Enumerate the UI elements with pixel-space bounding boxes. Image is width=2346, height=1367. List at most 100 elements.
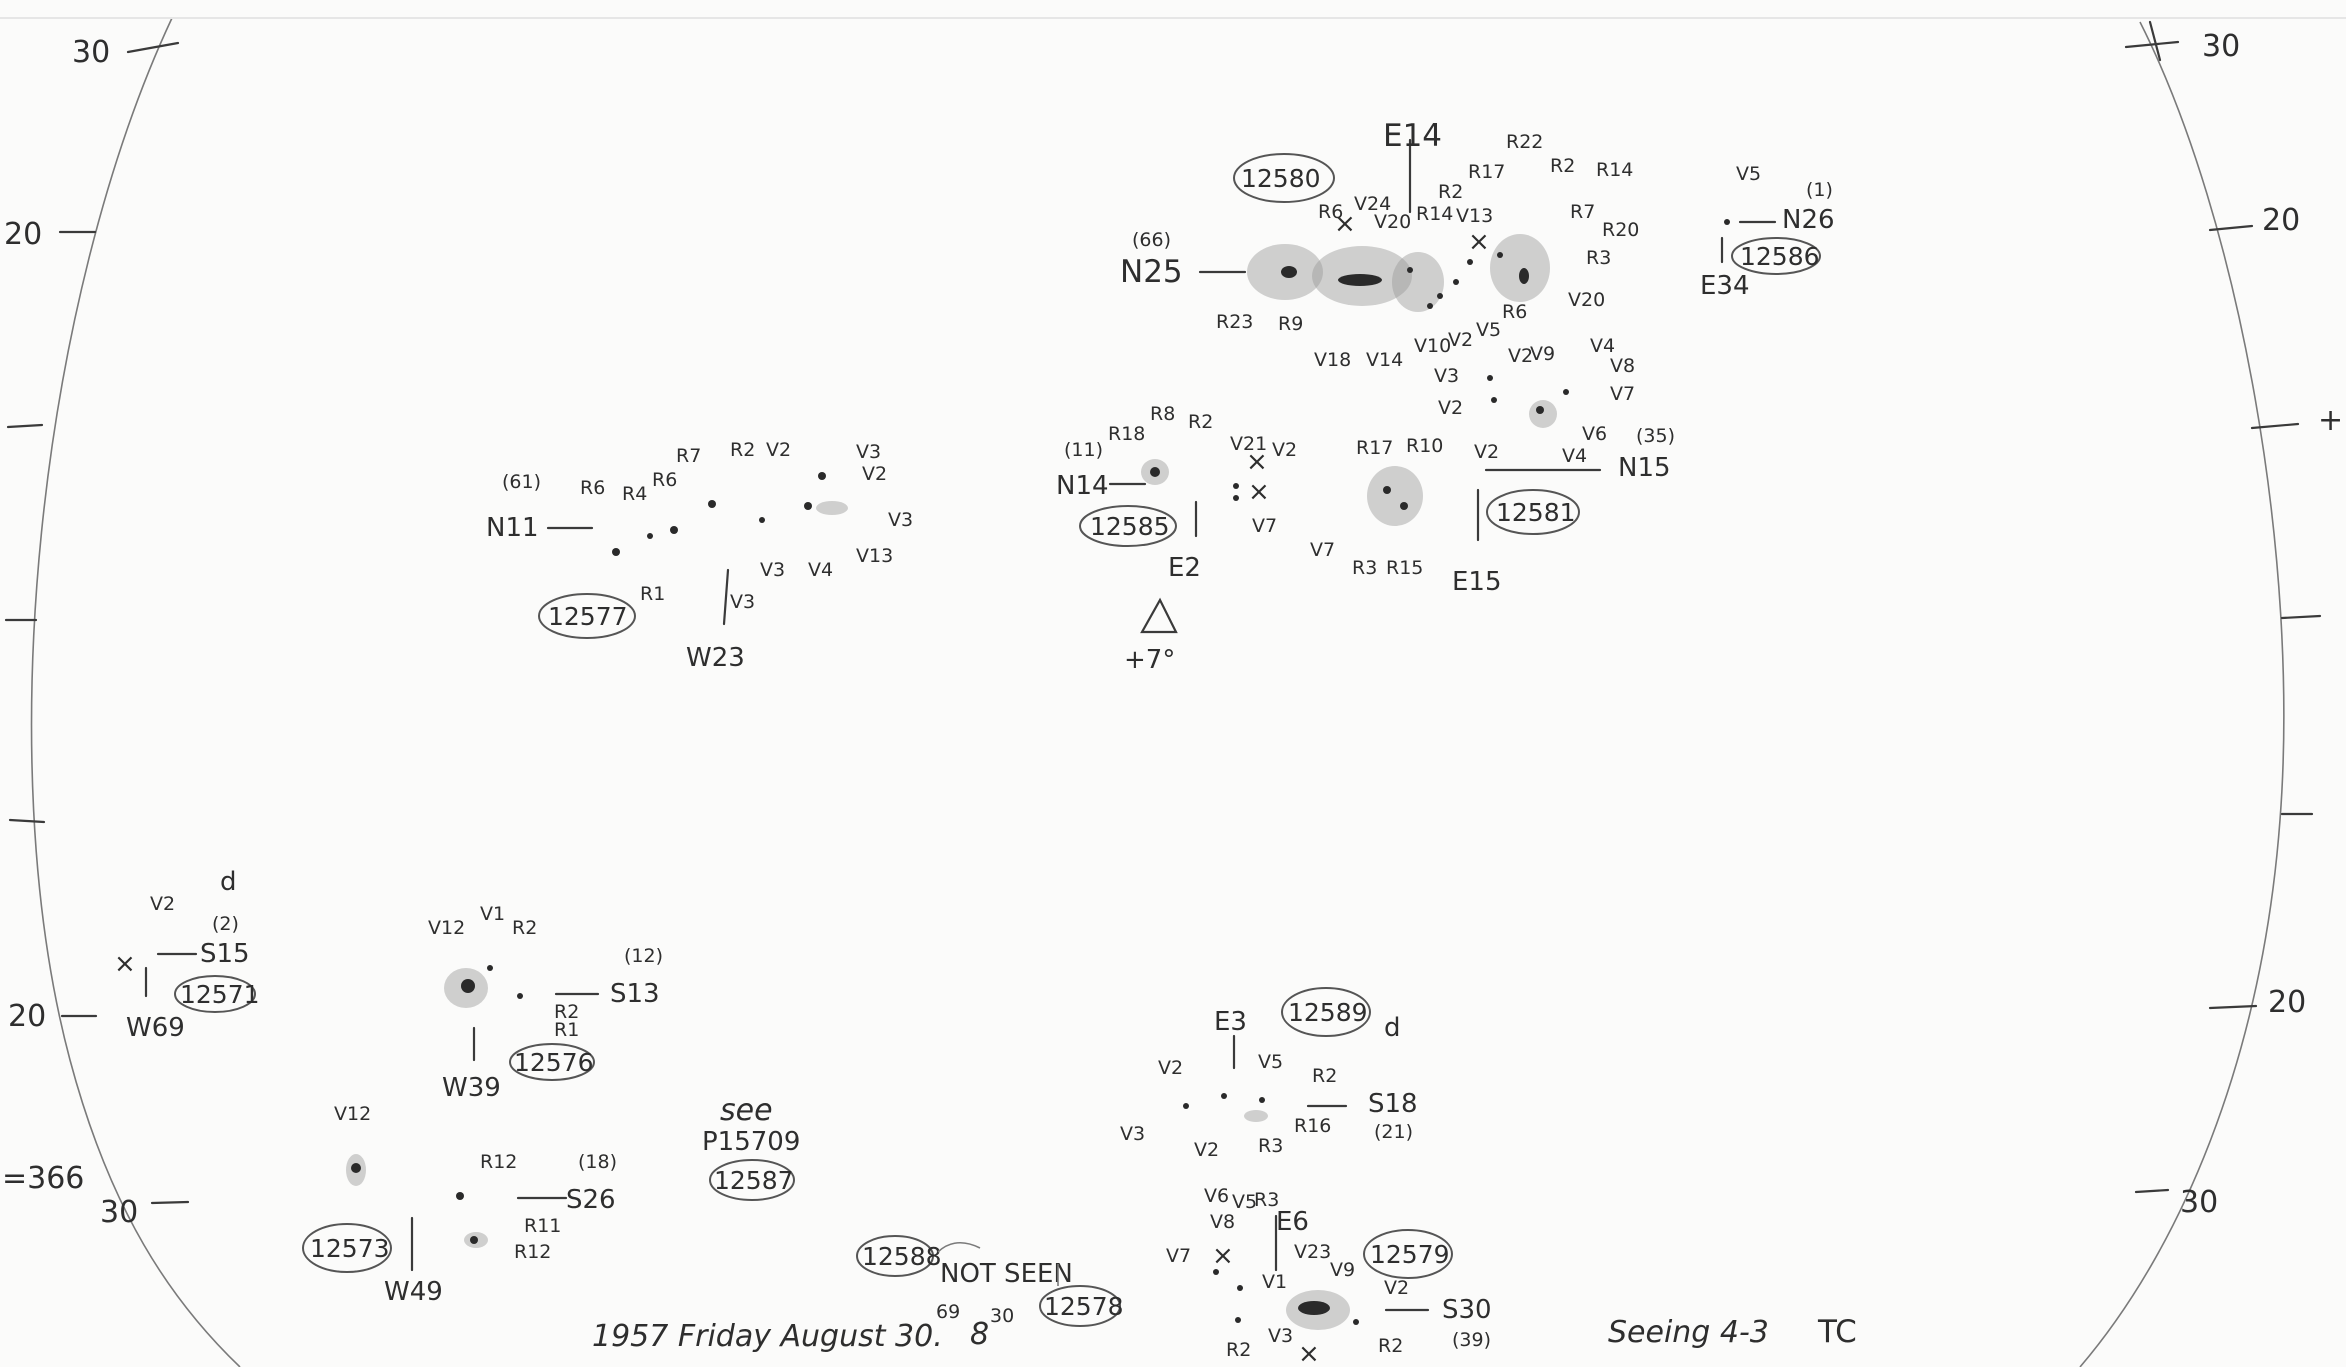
group-east-label: E14 xyxy=(1383,118,1442,154)
group-name: S13 xyxy=(610,979,660,1009)
cross-mark: × xyxy=(1212,1241,1234,1271)
spot-label: R9 xyxy=(1278,313,1303,335)
group-name: S15 xyxy=(200,939,250,969)
spot-penumbra xyxy=(1490,234,1550,302)
spot-label: V18 xyxy=(1314,349,1351,371)
region-oval-12589 xyxy=(1281,987,1371,1037)
group-count: (35) xyxy=(1636,425,1675,447)
region-oval-12577 xyxy=(538,593,636,639)
spot-label: R1 xyxy=(554,1019,579,1041)
group-count: (1) xyxy=(1806,179,1833,201)
spot-label: V2 xyxy=(1448,329,1473,351)
region-oval-12578 xyxy=(1039,1285,1121,1327)
axis-label-left-lower: 20 xyxy=(8,999,46,1034)
region-number: 12589 xyxy=(1288,998,1368,1027)
region-number: 12573 xyxy=(310,1234,390,1263)
axis-label-left-upper: 20 xyxy=(4,217,42,252)
group-s15: 12571 (2) S15 W69 V2 d × xyxy=(114,867,260,1043)
spot-label: R11 xyxy=(524,1215,561,1237)
spot-label: V2 xyxy=(1272,439,1297,461)
not-seen-text: NOT SEEN xyxy=(940,1259,1073,1289)
observation-date: 1957 Friday August 30. xyxy=(592,1319,943,1354)
cross-mark: × xyxy=(1298,1339,1320,1367)
axis-label-right-bottom: 30 xyxy=(2180,1185,2218,1220)
spot-label: V5 xyxy=(1232,1191,1257,1213)
spot-label: R3 xyxy=(1254,1189,1279,1211)
observation-time-sup: 30 xyxy=(990,1305,1014,1327)
spot-penumbra xyxy=(1392,252,1444,312)
spot-label: V14 xyxy=(1366,349,1403,371)
group-east-label: E6 xyxy=(1276,1207,1309,1237)
spot-label: V21 xyxy=(1230,433,1267,455)
not-seen-note: 12588 NOT SEEN 12578 xyxy=(856,1235,1124,1327)
spot-label: R22 xyxy=(1506,131,1543,153)
spot-label: V4 xyxy=(808,559,833,581)
spot-label: R12 xyxy=(514,1241,551,1263)
group-n14: 12585 (11) N14 E2 R18 R8 R2 V21 V2 V7 × … xyxy=(1056,403,1297,675)
spot-label: V2 xyxy=(150,893,175,915)
cross-mark: × xyxy=(1248,477,1270,507)
triangle-marker-icon xyxy=(1140,597,1178,634)
spot-label: V20 xyxy=(1568,289,1605,311)
spot-label: d xyxy=(220,867,237,897)
region-number: 12579 xyxy=(1370,1240,1450,1269)
spot-label: R23 xyxy=(1216,311,1253,333)
group-n26: 12586 (1) N26 E34 V5 xyxy=(1700,163,1835,301)
spot-label: V5 xyxy=(1258,1051,1283,1073)
axis-label-right-upper: 20 xyxy=(2262,203,2300,238)
group-count: (12) xyxy=(624,945,663,967)
group-east-label: E34 xyxy=(1700,271,1750,301)
axis-label-left-bottom: 30 xyxy=(100,1195,138,1230)
spot-label: R2 xyxy=(1550,155,1575,177)
region-number: 12571 xyxy=(180,980,260,1009)
spot-label: V3 xyxy=(760,559,785,581)
spot-label: R17 xyxy=(1356,437,1393,459)
spot-label: R6 xyxy=(1502,301,1527,323)
region-number: 12581 xyxy=(1496,498,1576,527)
axis-label-left-top: 30 xyxy=(72,35,110,70)
spot-label: V2 xyxy=(1194,1139,1219,1161)
region-oval-12579 xyxy=(1363,1229,1453,1279)
axis-label-right-top: 30 xyxy=(2202,29,2240,64)
footer: 1957 Friday August 30. 69 8 30 Seeing 4-… xyxy=(592,1301,1857,1354)
spot-label: R17 xyxy=(1468,161,1505,183)
spot-label: V4 xyxy=(1590,335,1615,357)
spot-label: V13 xyxy=(856,545,893,567)
spot-label: R14 xyxy=(1596,159,1633,181)
spot-umbra xyxy=(1338,274,1382,286)
spot-label: V6 xyxy=(1204,1185,1229,1207)
region-number: 12586 xyxy=(1740,242,1820,271)
spot-label: V12 xyxy=(428,917,465,939)
group-west-label: W49 xyxy=(384,1277,443,1307)
group-name: N15 xyxy=(1618,453,1671,483)
see-ref: P15709 xyxy=(702,1127,800,1157)
spot-label: R6 xyxy=(580,477,605,499)
region-number: 12585 xyxy=(1090,512,1170,541)
region-number: 12587 xyxy=(714,1166,794,1195)
region-oval-12587 xyxy=(709,1159,795,1201)
region-oval-12571 xyxy=(174,975,256,1013)
spot-label: V1 xyxy=(1262,1271,1287,1293)
spot-label: R3 xyxy=(1586,247,1611,269)
note-p15709: see P15709 12587 xyxy=(702,1093,800,1201)
spot-label: R3 xyxy=(1352,557,1377,579)
spot-label: R4 xyxy=(622,483,647,505)
spot-umbra xyxy=(1281,266,1297,278)
spot-label: V2 xyxy=(1474,441,1499,463)
group-count: (2) xyxy=(212,913,239,935)
spot-label: V5 xyxy=(1476,319,1501,341)
group-name: N26 xyxy=(1782,205,1835,235)
spot-label: V7 xyxy=(1252,515,1277,537)
spot-label: V2 xyxy=(1384,1277,1409,1299)
region-oval-12581 xyxy=(1486,489,1580,535)
spot-label: R12 xyxy=(480,1151,517,1173)
left-margin-note: =366 xyxy=(2,1161,84,1196)
cross-mark: × xyxy=(1246,447,1268,477)
group-east-label: E15 xyxy=(1452,567,1502,597)
group-west-label: W23 xyxy=(686,643,745,673)
solar-limb-right xyxy=(2079,21,2285,1367)
spot-label: V8 xyxy=(1210,1211,1235,1233)
group-west-label: W69 xyxy=(126,1013,185,1043)
group-count: (39) xyxy=(1452,1329,1491,1351)
spot-label: V13 xyxy=(1456,205,1493,227)
